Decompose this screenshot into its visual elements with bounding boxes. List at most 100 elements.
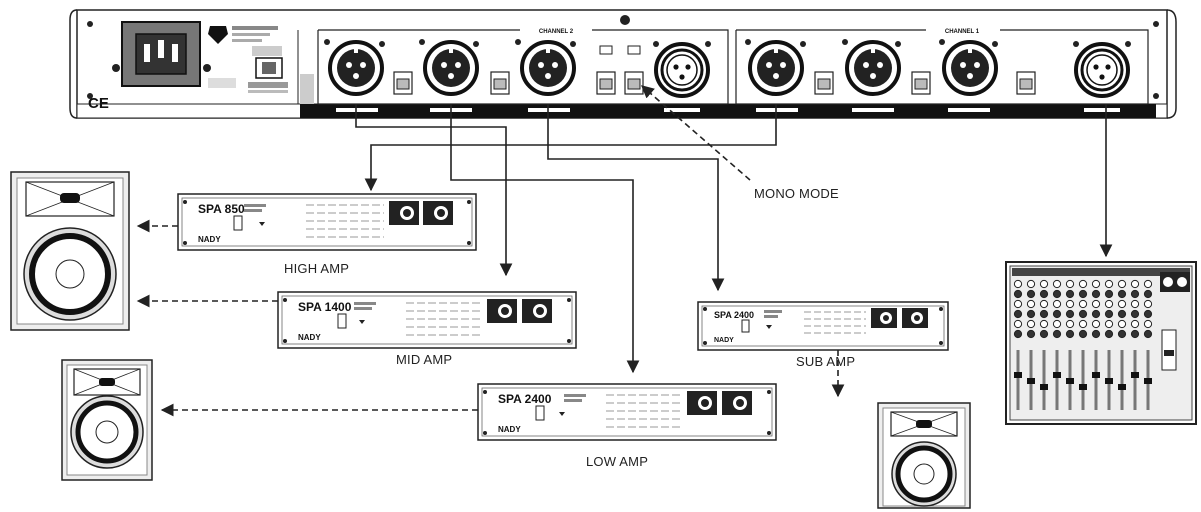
ground-lift-switch [596, 71, 616, 95]
mixer-knob [1013, 319, 1023, 329]
xlr-connector-icon [520, 40, 576, 96]
ce-mark: CE [88, 95, 109, 112]
mixer-knob [1104, 299, 1114, 309]
mixer-knob [1052, 319, 1062, 329]
cable-to-low-amp [450, 104, 640, 374]
svg-text:NADY: NADY [498, 425, 521, 434]
voltage-selector [208, 46, 288, 93]
mixer-knob [1143, 309, 1153, 319]
mixer-knob [1065, 299, 1075, 309]
mixer-knob [1078, 289, 1088, 299]
mixer-knob [1143, 279, 1153, 289]
mixer-knob [1091, 329, 1101, 339]
mixer-knob [1065, 319, 1075, 329]
mixer-knob [1130, 299, 1140, 309]
speaker-icon [61, 359, 153, 481]
mixer-fader [1118, 384, 1126, 390]
mid-amp-model: SPA 1400 [298, 300, 352, 314]
mixer-knob [1039, 289, 1049, 299]
high-amp-model: SPA 850 [198, 202, 245, 216]
mixer-knob [1065, 329, 1075, 339]
mixer-fader-track [1094, 350, 1098, 410]
xlr-connector-icon [845, 40, 901, 96]
mixer-knob [1078, 309, 1088, 319]
mixer-knob [1130, 329, 1140, 339]
mixer-fader-track [1055, 350, 1059, 410]
mixer-knob [1117, 329, 1127, 339]
speaker-icon [10, 171, 130, 331]
svg-text:NADY: NADY [714, 337, 734, 344]
mixer-knob [1104, 319, 1114, 329]
mixer-fader [1027, 378, 1035, 384]
low-amp-label: LOW AMP [586, 454, 648, 469]
mixer-knob [1026, 329, 1036, 339]
mixer-knob [1039, 299, 1049, 309]
ground-lift-switch [814, 71, 834, 95]
nady-logo-icon [208, 26, 278, 44]
ground-lift-switch [393, 71, 413, 95]
mid-amp-unit: SPA 1400 NADY [277, 291, 577, 349]
mixer-fader-track [1133, 350, 1137, 410]
xlr-connector-icon [942, 40, 998, 96]
mixer-knob [1104, 279, 1114, 289]
mixer-knob [1091, 319, 1101, 329]
svg-text:NADY: NADY [298, 333, 321, 342]
mono-mode-pointer [641, 85, 751, 181]
mixer-knob [1026, 289, 1036, 299]
ground-lift-switch [490, 71, 510, 95]
channel-2-label: CHANNEL 2 [539, 29, 574, 35]
mixer-knob [1091, 289, 1101, 299]
mixer-knob [1104, 329, 1114, 339]
mixer-knob [1026, 319, 1036, 329]
mixer-knob [1013, 309, 1023, 319]
mixer-knob [1078, 319, 1088, 329]
mixer-knob [1078, 279, 1088, 289]
mixer-knob [1117, 319, 1127, 329]
mixer-fader [1144, 378, 1152, 384]
xlr-connector-icon [748, 40, 804, 96]
mixer-knob [1091, 309, 1101, 319]
mixer-knob [1130, 319, 1140, 329]
sub-amp-label: SUB AMP [796, 354, 855, 369]
mixer-knob [1065, 289, 1075, 299]
ground-lift-switch [911, 71, 931, 95]
mixer-knob [1143, 289, 1153, 299]
mixer-knob [1052, 309, 1062, 319]
mixer-fader-track [1081, 350, 1085, 410]
mixer-knob [1078, 329, 1088, 339]
high-amp-label: HIGH AMP [284, 261, 349, 276]
power-inlet-icon [112, 21, 211, 87]
mixer-fader [1053, 372, 1061, 378]
mixer-knob [1143, 329, 1153, 339]
mixer-fader [1105, 378, 1113, 384]
mixer-knob [1052, 279, 1062, 289]
ground-lift-switch [1016, 71, 1036, 95]
speaker-icon [877, 402, 971, 509]
mixer-knob [1026, 299, 1036, 309]
mixer-knob [1013, 279, 1023, 289]
low-amp-model: SPA 2400 [498, 392, 552, 406]
speaker-links [136, 85, 845, 417]
cable-to-sub-amp [547, 104, 725, 292]
mixer-fader [1040, 384, 1048, 390]
mixer-knob [1104, 309, 1114, 319]
mixer-fader-track [1042, 350, 1046, 410]
mixer-knob [1117, 289, 1127, 299]
cable-to-mid-amp [355, 104, 513, 277]
channel-2-section: CHANNEL 2 [317, 29, 729, 112]
sub-amp-model: SPA 2400 [714, 310, 754, 320]
mixer-knob [1026, 279, 1036, 289]
mixer-knob [1052, 289, 1062, 299]
mixer-knob [1039, 279, 1049, 289]
channel-1-label: CHANNEL 1 [945, 29, 980, 35]
signal-cables [355, 104, 1113, 374]
mixer-knob [1117, 299, 1127, 309]
mixer-knob [1104, 289, 1114, 299]
mixer-knob [1091, 299, 1101, 309]
xlr-connector-icon [423, 40, 479, 96]
mixer-knob [1065, 279, 1075, 289]
mixer-fader-track [1016, 350, 1020, 410]
mixer-fader-track [1120, 350, 1124, 410]
mixer-knob [1143, 319, 1153, 329]
